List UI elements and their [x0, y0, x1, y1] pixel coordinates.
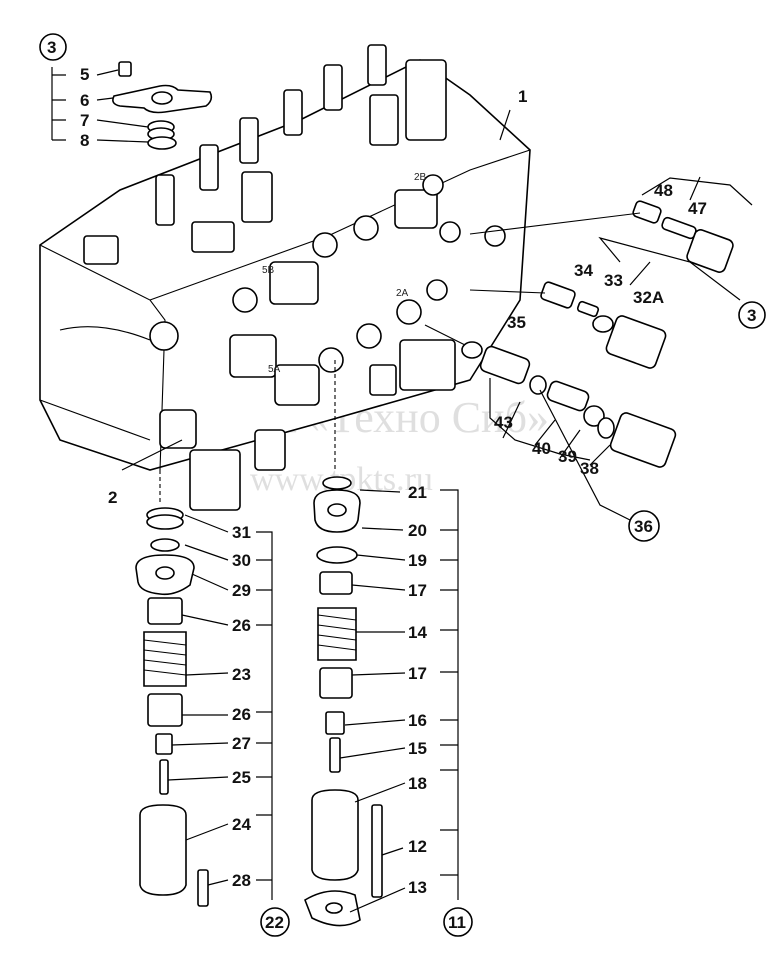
callout-3-left: 3 [47, 38, 56, 57]
callout-21: 21 [408, 483, 427, 502]
callout-25: 25 [232, 768, 251, 787]
callout-29: 29 [232, 581, 251, 600]
callout-7: 7 [80, 111, 89, 130]
section-11-parts [304, 360, 473, 937]
port-tag-2b: 2B [414, 172, 427, 183]
callout-19: 19 [408, 551, 427, 570]
callout-24: 24 [232, 815, 251, 834]
callout-labels: 3 5 6 7 8 1 48 47 34 33 32A 3 35 43 40 3… [47, 38, 756, 932]
port-tag-2a: 2A [396, 288, 409, 299]
callout-30: 30 [232, 551, 251, 570]
callout-16: 16 [408, 711, 427, 730]
callout-circle-3-left [39, 33, 67, 61]
callout-12: 12 [408, 837, 427, 856]
callout-26-upper: 26 [232, 616, 251, 635]
callout-17-lower: 17 [408, 664, 427, 683]
port-tag-5a: 5A [268, 364, 281, 375]
callout-35: 35 [507, 313, 526, 332]
callout-5: 5 [80, 65, 89, 84]
callout-34: 34 [574, 261, 593, 280]
callout-31: 31 [232, 523, 251, 542]
callout-27: 27 [232, 734, 251, 753]
relief-valve-parts [469, 176, 766, 369]
valve-block: 2B 5B 2A 5A [39, 44, 531, 511]
callout-3-right: 3 [747, 306, 756, 325]
port-tag-5b: 5B [262, 265, 275, 276]
port-plugs [149, 174, 506, 449]
callout-39: 39 [558, 447, 577, 466]
spool-tops [83, 44, 447, 265]
callout-47: 47 [688, 199, 707, 218]
callout-18: 18 [408, 774, 427, 793]
callout-8: 8 [80, 131, 89, 150]
callout-circle-3-right [738, 301, 766, 329]
port-relief-parts [424, 324, 677, 542]
callout-23: 23 [232, 665, 251, 684]
callout-circle-11 [443, 907, 473, 937]
callout-14: 14 [408, 623, 427, 642]
callout-43: 43 [494, 413, 513, 432]
callout-40: 40 [532, 439, 551, 458]
callout-48: 48 [654, 181, 673, 200]
callout-6: 6 [80, 91, 89, 110]
callout-1: 1 [518, 87, 527, 106]
callout-28: 28 [232, 871, 251, 890]
callout-33: 33 [604, 271, 623, 290]
callout-38: 38 [580, 459, 599, 478]
section-22-parts [135, 470, 290, 937]
callout-36: 36 [634, 517, 653, 536]
callout-26-lower: 26 [232, 705, 251, 724]
callout-13: 13 [408, 878, 427, 897]
callout-17-upper: 17 [408, 581, 427, 600]
callout-22: 22 [265, 913, 284, 932]
callout-11: 11 [448, 913, 466, 932]
callout-15: 15 [408, 739, 427, 758]
callout-circle-22 [260, 907, 290, 937]
kit-3-parts [39, 33, 213, 150]
callout-circle-36 [628, 510, 660, 542]
callout-2: 2 [108, 488, 117, 507]
callout-20: 20 [408, 521, 427, 540]
callout-32a: 32A [633, 288, 664, 307]
